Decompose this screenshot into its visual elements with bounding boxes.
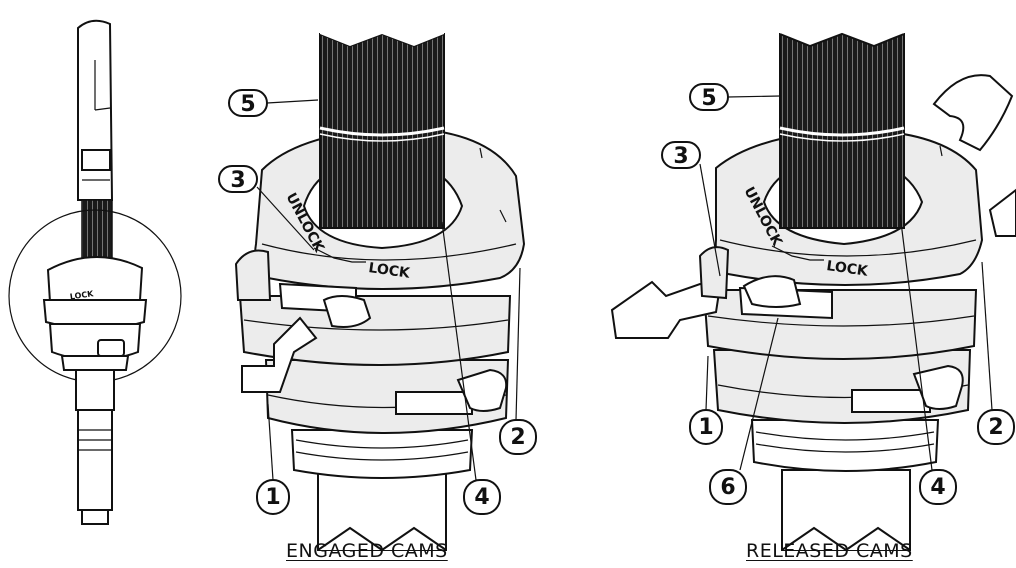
released-callout-5: 5 xyxy=(701,86,716,111)
released-callouts: 5 3 1 6 4 2 xyxy=(661,83,1015,505)
overview-lock-label: LOCK xyxy=(69,289,94,301)
released-assembly: UNLOCK LOCK xyxy=(610,30,1016,552)
engaged-assembly: UNLOCK LOCK xyxy=(234,30,526,552)
engaged-callout-1: 1 xyxy=(265,485,280,510)
released-callout-3: 3 xyxy=(673,144,688,169)
engaged-callouts: 5 3 1 4 2 xyxy=(218,89,537,515)
released-callout-4: 4 xyxy=(930,475,945,500)
released-callout-1: 1 xyxy=(698,415,713,440)
released-caption: RELEASED CAMS xyxy=(746,540,913,562)
released-callout-6: 6 xyxy=(720,475,735,500)
engaged-callout-3: 3 xyxy=(230,168,245,193)
engaged-lock-label: LOCK xyxy=(367,260,411,282)
engaged-callout-4: 4 xyxy=(474,485,489,510)
released-lock-label: LOCK xyxy=(825,258,869,280)
engaged-callout-5: 5 xyxy=(240,92,255,117)
released-callout-2: 2 xyxy=(988,415,1003,440)
overview-tool: LOCK xyxy=(8,19,182,525)
engaged-caption: ENGAGED CAMS xyxy=(286,540,448,562)
engaged-callout-2: 2 xyxy=(510,425,525,450)
